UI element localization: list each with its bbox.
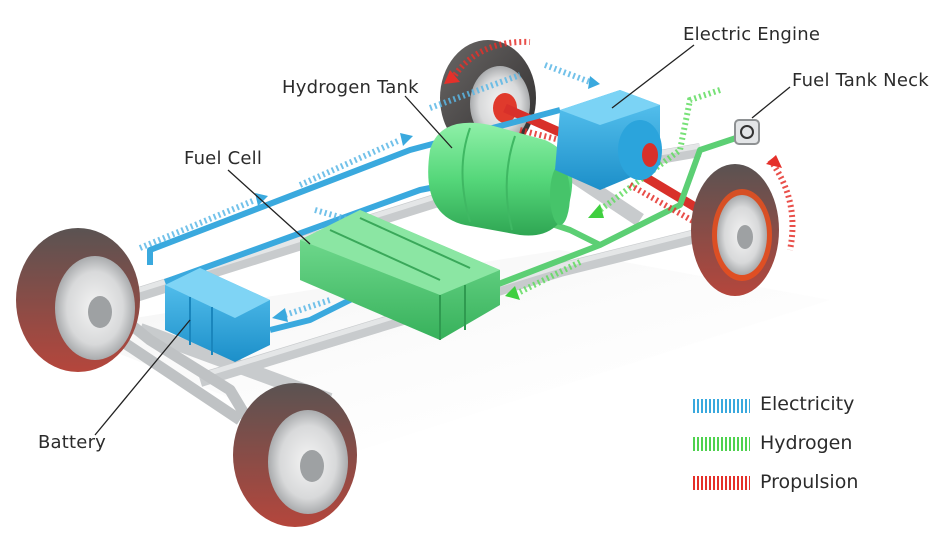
propulsion-flow-arrows: [452, 38, 796, 251]
fuel-tank-neck: [734, 119, 760, 145]
electricity-arrowheads: [255, 76, 600, 322]
label-hydrogen-tank: Hydrogen Tank: [282, 77, 419, 98]
hydrogen-flow-arrows: [518, 87, 721, 295]
front-left-wheel: [16, 228, 140, 372]
legend-electricity-label: Electricity: [760, 393, 855, 415]
label-fuel-tank-neck: Fuel Tank Neck: [792, 70, 929, 91]
front-right-wheel: [233, 383, 357, 527]
leader-lines: [94, 44, 791, 436]
fuel-cell-stack: [300, 210, 500, 340]
label-electric-engine: Electric Engine: [683, 24, 821, 45]
electric-engine-block: [555, 90, 662, 190]
label-battery: Battery: [38, 432, 107, 453]
battery-pack: [165, 268, 270, 362]
rear-right-wheel: [691, 164, 779, 296]
label-fuel-cell: Fuel Cell: [184, 148, 263, 169]
legend-propulsion-label: Propulsion: [760, 471, 859, 493]
hydrogen-arrowheads: [505, 204, 604, 300]
hydrogen-tank: [428, 122, 573, 236]
legend-hydrogen-label: Hydrogen: [760, 432, 853, 454]
